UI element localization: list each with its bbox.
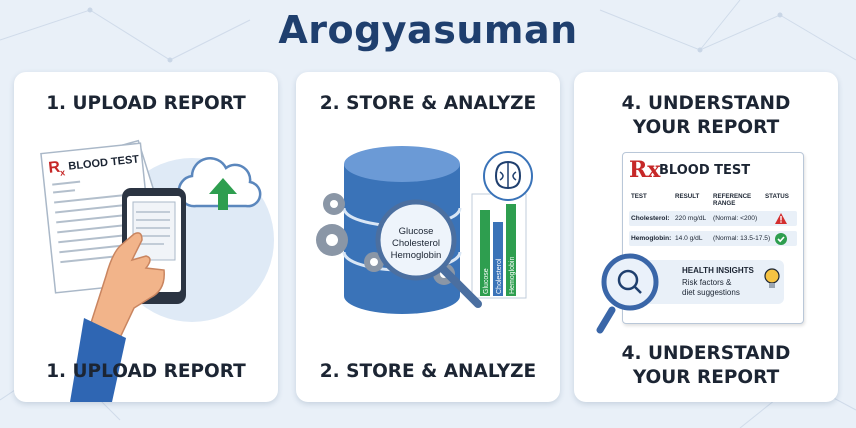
step-title-upload-bottom: 1. UPLOAD REPORT — [46, 361, 246, 382]
step-title-understand-top-line1: 4. UNDERSTAND — [621, 93, 791, 114]
col-status: STATUS — [765, 193, 789, 200]
step-card-analyze[interactable]: Glucose Cholesterol Hemoglobin Glucose C… — [296, 72, 560, 402]
step-title-understand-bottom-line1: 4. UNDERSTAND — [621, 343, 791, 364]
hand-icon — [70, 232, 165, 402]
svg-text:x: x — [60, 167, 66, 177]
col-test: TEST — [631, 193, 647, 200]
warning-icon — [775, 213, 787, 224]
step-title-understand-top: 4. UNDERSTAND YOUR REPORT — [574, 92, 838, 140]
row-result: 220 mg/dL — [675, 215, 707, 222]
step-title-understand-bottom: 4. UNDERSTAND YOUR REPORT — [574, 342, 838, 390]
lens-text-glucose: Glucose — [399, 226, 434, 237]
step-title-analyze-bottom: 2. STORE & ANALYZE — [319, 361, 537, 382]
step-title-analyze-top: 2. STORE & ANALYZE — [319, 93, 537, 114]
table-row: Cholesterol: 220 mg/dL (Normal: <200) — [629, 211, 797, 226]
lightbulb-icon — [764, 268, 780, 288]
insights-title: HEALTH INSIGHTS — [682, 266, 754, 275]
magnifier-icon: Glucose Cholesterol Hemoglobin — [375, 199, 482, 308]
col-result: RESULT — [675, 193, 700, 200]
row-test: Cholesterol: — [631, 215, 670, 222]
report-title: BLOOD TEST — [659, 163, 751, 178]
lens-text-cholesterol: Cholesterol — [392, 238, 440, 249]
app-title: Arogyasuman — [278, 8, 578, 52]
row-range: (Normal: <200) — [713, 215, 758, 222]
row-result: 14.0 g/dL — [675, 235, 703, 242]
rx-symbol: Rx — [629, 157, 661, 183]
step-title-understand-bottom-line2: YOUR REPORT — [632, 367, 780, 388]
bar-label-hemoglobin: Hemoglobin — [509, 257, 516, 294]
check-icon — [775, 232, 787, 245]
step-title-upload-top: 1. UPLOAD REPORT — [46, 93, 246, 114]
insights-line-2: diet suggestions — [682, 288, 740, 297]
magnifier-icon — [596, 253, 659, 334]
row-test: Hemoglobin: — [631, 235, 672, 242]
table-row: Hemoglobin: 14.0 g/dL (Normal: 13.5-17.5… — [629, 231, 797, 246]
step-card-upload[interactable]: R x BLOOD TEST — [14, 72, 278, 402]
step-title-understand-top-line2: YOUR REPORT — [632, 117, 780, 138]
svg-text:R: R — [48, 159, 62, 177]
brain-icon — [483, 151, 533, 201]
analyze-illustration: Glucose Cholesterol Hemoglobin Glucose C… — [316, 146, 533, 314]
bar-chart-icon: Glucose Cholesterol Hemoglobin — [471, 193, 527, 299]
insights-line-1: Risk factors & — [682, 278, 732, 287]
upload-illustration: R x BLOOD TEST — [40, 139, 274, 402]
bar-label-glucose: Glucose — [483, 268, 490, 294]
row-range: (Normal: 13.5-17.5) — [713, 235, 771, 242]
lens-text-hemoglobin: Hemoglobin — [391, 250, 442, 261]
col-range: REFERENCE RANGE — [713, 193, 752, 207]
bar-label-cholesterol: Cholesterol — [496, 258, 503, 294]
step-card-understand[interactable]: 4. UNDERSTAND YOUR REPORT Rx BLOOD TEST … — [574, 72, 838, 402]
